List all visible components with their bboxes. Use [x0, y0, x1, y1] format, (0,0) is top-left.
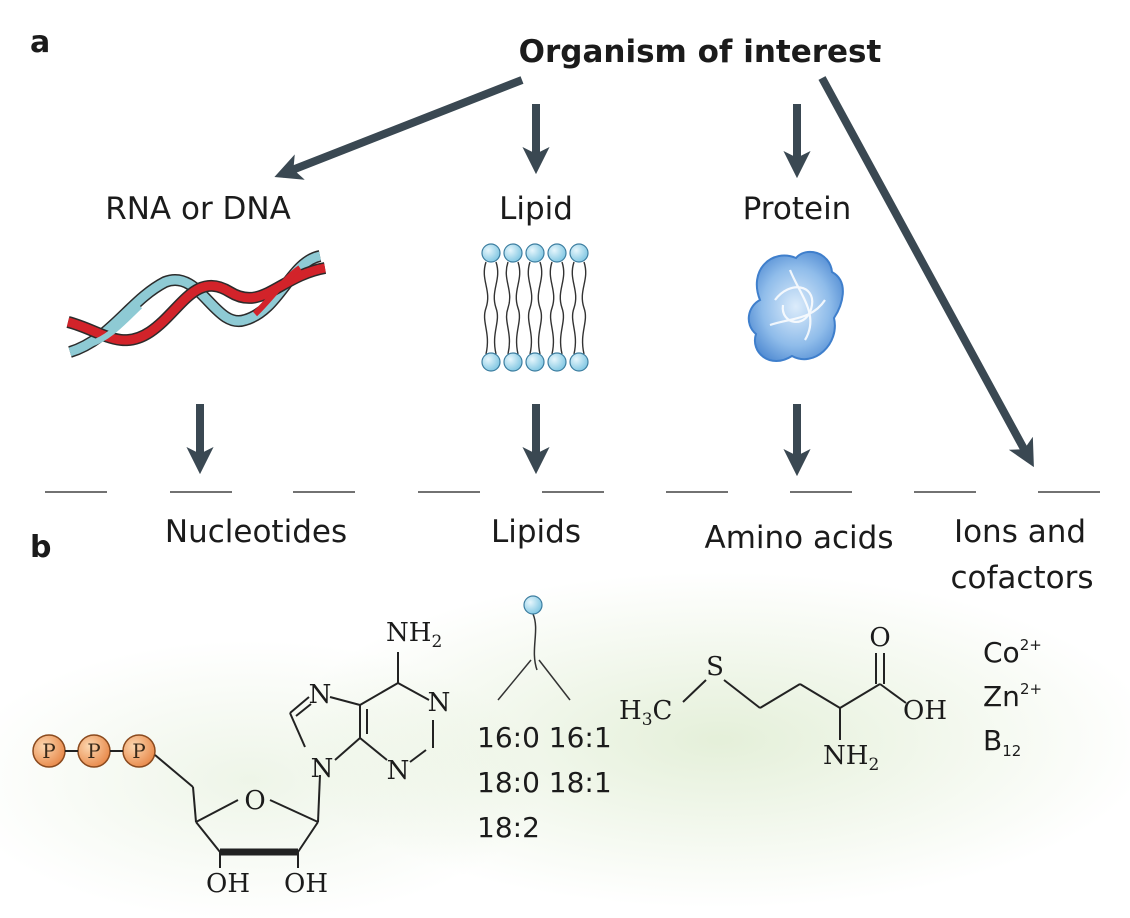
category-nucleotides: Nucleotides	[165, 514, 347, 550]
source-arrows	[274, 76, 1034, 468]
methyl-subscript: 3	[642, 710, 653, 730]
amino-subscript: 2	[431, 632, 442, 652]
cofactor-b12: B12	[983, 724, 1021, 760]
branch-label-lipid: Lipid	[499, 191, 573, 227]
lipid-chain-row-3: 18:2	[477, 811, 540, 844]
dna-helix-icon	[66, 250, 327, 358]
category-amino-acids: Amino acids	[705, 520, 894, 556]
phosphate-3-label: P	[132, 739, 145, 763]
methionine-structure: H3C S O OH NH2	[619, 623, 947, 775]
amine-subscript: 2	[868, 755, 879, 775]
adenine-amino: NH2	[386, 618, 442, 652]
alpha-amine: NH2	[823, 741, 879, 775]
fatty-acid-icon	[497, 595, 571, 701]
cobalt-symbol: Co	[983, 636, 1020, 669]
atp-structure: P P P O OH OH	[32, 618, 451, 899]
zinc-charge: 2+	[1020, 680, 1042, 698]
ion-cobalt: Co2+	[983, 636, 1042, 669]
background-gradient	[0, 520, 1130, 918]
category-arrows	[186, 404, 811, 477]
category-ions-line2: cofactors	[951, 560, 1094, 596]
arrow-to-ions	[818, 76, 1034, 468]
ring-n9: N	[311, 754, 334, 784]
carbonyl-oxygen: O	[869, 623, 890, 653]
ring-n3: N	[387, 756, 410, 786]
zinc-symbol: Zn	[983, 680, 1020, 713]
lipid-chain-row-1: 16:0 16:1	[477, 721, 612, 754]
amine-nh: NH	[823, 741, 868, 771]
amino-nh: NH	[386, 618, 431, 648]
ions-list: Co2+ Zn2+ B12	[983, 636, 1042, 760]
cobalt-charge: 2+	[1020, 636, 1042, 654]
methyl-c: C	[653, 696, 673, 726]
category-ions-line1: Ions and	[954, 514, 1086, 550]
phosphate-1-label: P	[42, 739, 55, 763]
methyl-group: H3C	[619, 696, 672, 730]
ring-n1: N	[428, 688, 451, 718]
lipid-bilayer-icon	[481, 243, 589, 372]
arrow-to-nucleic-acid	[274, 76, 524, 180]
ribose-oxygen: O	[244, 786, 265, 816]
b12-subscript: 12	[1002, 742, 1021, 760]
branch-label-nucleic-acid: RNA or DNA	[105, 191, 291, 227]
b12-symbol: B	[983, 724, 1002, 757]
sulfur-atom: S	[706, 652, 724, 682]
protein-icon	[747, 250, 844, 362]
lipid-chain-row-2: 18:0 18:1	[477, 766, 612, 799]
panel-b-label: b	[30, 530, 51, 565]
branch-label-protein: Protein	[743, 191, 852, 227]
hydroxyl-2: OH	[206, 869, 250, 899]
hydroxyl-3: OH	[284, 869, 328, 899]
phosphate-chain	[32, 734, 156, 768]
source-title: Organism of interest	[519, 34, 882, 70]
phosphate-2-label: P	[87, 739, 100, 763]
ring-n7: N	[309, 680, 332, 710]
ion-zinc: Zn2+	[983, 680, 1042, 713]
category-lipids: Lipids	[491, 514, 581, 550]
carboxyl-hydroxyl: OH	[903, 696, 947, 726]
methyl-h: H	[619, 696, 642, 726]
panel-a-label: a	[30, 25, 50, 60]
